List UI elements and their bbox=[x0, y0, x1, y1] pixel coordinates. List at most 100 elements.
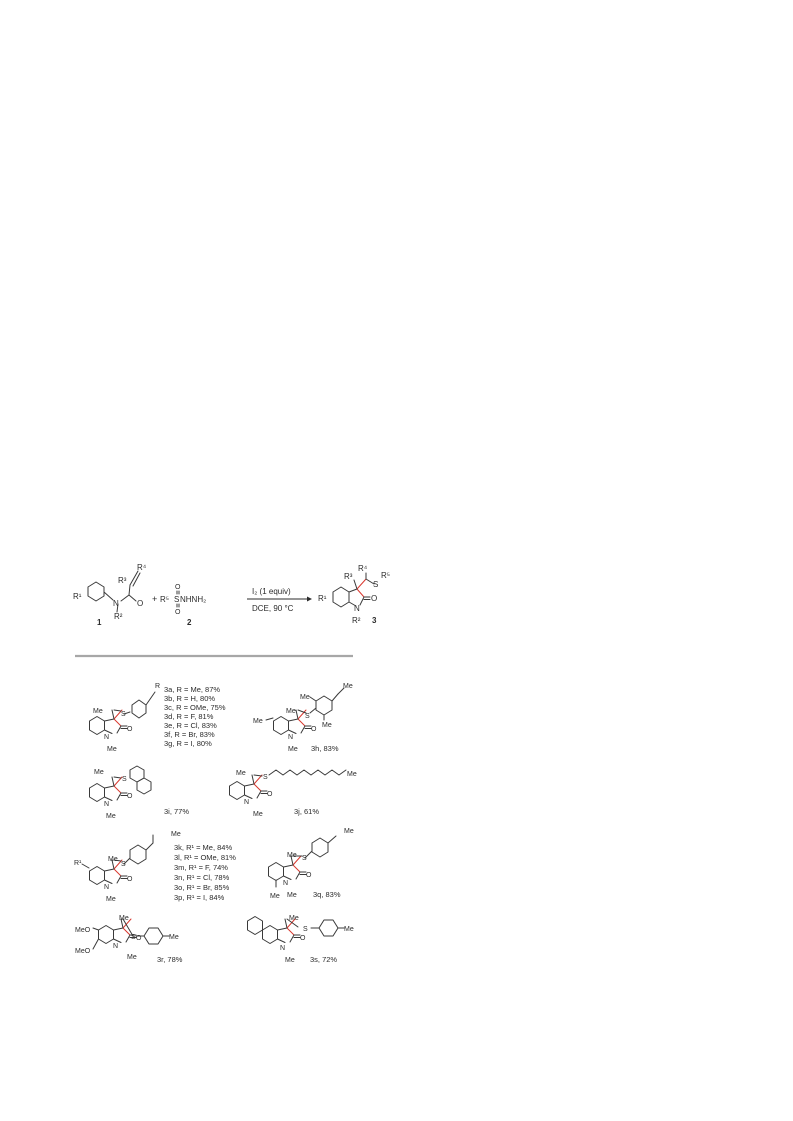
product-r3: R³ bbox=[344, 572, 353, 581]
atom-me: Me bbox=[287, 852, 297, 859]
compound-3h: Me Me S Me Me Me O N Me 3h, 83% bbox=[253, 683, 353, 753]
reactant-2-r5: R⁵ bbox=[160, 595, 169, 604]
atom-me: Me bbox=[253, 718, 263, 725]
atom-me: Me bbox=[106, 896, 116, 903]
atom-o: O bbox=[127, 726, 133, 733]
product-s: S bbox=[373, 580, 378, 589]
label-3a: 3a, R = Me, 87% bbox=[164, 685, 220, 694]
atom-me: Me bbox=[347, 771, 357, 778]
atom-me: Me bbox=[344, 828, 354, 835]
label-3d: 3d, R = F, 81% bbox=[164, 712, 214, 721]
product-r4: R⁴ bbox=[358, 564, 368, 573]
compound-3a-3g: Me S O N Me R 3a, R = Me, 87% 3b, R = H,… bbox=[89, 683, 226, 753]
label-3o: 3o, R¹ = Br, 85% bbox=[174, 883, 230, 892]
product-o: O bbox=[371, 594, 377, 603]
atom-n: N bbox=[113, 943, 118, 950]
compound-3i: Me S O N Me 3i, 77% bbox=[89, 765, 189, 820]
reactant-2-tail: NHNH₂ bbox=[180, 595, 206, 604]
atom-me: Me bbox=[322, 722, 332, 729]
product-n: N bbox=[354, 604, 360, 613]
atom-s: S bbox=[121, 861, 126, 868]
product-3: R¹ N R² O R³ R⁴ S R⁵ 3 bbox=[318, 564, 390, 625]
atom-me: Me bbox=[106, 813, 116, 820]
atom-s: S bbox=[302, 855, 307, 862]
label-3f: 3f, R = Br, 83% bbox=[164, 730, 215, 739]
reactant-2-o-bottom: O bbox=[175, 609, 181, 616]
atom-o: O bbox=[300, 935, 306, 942]
atom-me: Me bbox=[171, 831, 181, 838]
reactant-1-o: O bbox=[137, 599, 143, 608]
atom-meo: MeO bbox=[75, 927, 91, 934]
atom-n: N bbox=[280, 945, 285, 952]
label-3h: 3h, 83% bbox=[311, 744, 339, 753]
atom-me: Me bbox=[108, 856, 118, 863]
reactant-1-n: N bbox=[113, 599, 119, 608]
atom-n: N bbox=[288, 734, 293, 741]
atom-me: Me bbox=[127, 954, 137, 961]
compound-3s: Me S Me O N Me 3s, 72% bbox=[247, 915, 354, 964]
atom-me: Me bbox=[107, 746, 117, 753]
label-3n: 3n, R¹ = Cl, 78% bbox=[174, 873, 230, 882]
atom-s: S bbox=[122, 776, 127, 783]
atom-s: S bbox=[131, 934, 136, 941]
atom-r: R bbox=[155, 683, 160, 690]
label-3g: 3g, R = I, 80% bbox=[164, 739, 212, 748]
atom-o: O bbox=[267, 791, 273, 798]
product-r1: R¹ bbox=[318, 594, 327, 603]
compound-3r: MeO MeO Me S Me O N Me 3r, 78% bbox=[75, 915, 183, 964]
atom-me: Me bbox=[287, 892, 297, 899]
atom-s: S bbox=[263, 774, 268, 781]
reactant-1-label: 1 bbox=[97, 618, 102, 627]
label-3m: 3m, R¹ = F, 74% bbox=[174, 863, 228, 872]
compound-3k-3p: R¹ Me S Me O N Me 3k, R¹ = Me, 84% 3l, R… bbox=[74, 831, 236, 903]
atom-o: O bbox=[136, 935, 142, 942]
atom-me: Me bbox=[94, 769, 104, 776]
atom-n: N bbox=[244, 799, 249, 806]
label-3q: 3q, 83% bbox=[313, 890, 341, 899]
reactant-2: R⁵ S O O NHNH₂ 2 bbox=[160, 584, 206, 627]
atom-me: Me bbox=[169, 934, 179, 941]
label-3b: 3b, R = H, 80% bbox=[164, 694, 215, 703]
atom-o: O bbox=[311, 726, 317, 733]
atom-meo: MeO bbox=[75, 948, 91, 955]
reactant-2-label: 2 bbox=[187, 618, 192, 627]
reactant-1-r1: R¹ bbox=[73, 592, 82, 601]
reactant-1: R¹ N R² O R³ R⁴ 1 bbox=[73, 563, 147, 627]
label-3p: 3p, R¹ = I, 84% bbox=[174, 893, 225, 902]
conditions-solvent: DCE, 90 °C bbox=[252, 604, 294, 613]
atom-me: Me bbox=[288, 746, 298, 753]
compound-3j: Me S Me O N Me 3j, 61% bbox=[229, 769, 357, 818]
product-label: 3 bbox=[372, 616, 377, 625]
label-3e: 3e, R = Cl, 83% bbox=[164, 721, 217, 730]
atom-r1: R¹ bbox=[74, 860, 82, 867]
atom-s: S bbox=[121, 711, 126, 718]
atom-me: Me bbox=[119, 915, 129, 922]
atom-n: N bbox=[283, 880, 288, 887]
product-r5: R⁵ bbox=[381, 571, 390, 580]
atom-me: Me bbox=[253, 811, 263, 818]
reactant-1-r2: R² bbox=[114, 612, 123, 621]
label-3c: 3c, R = OMe, 75% bbox=[164, 703, 226, 712]
atom-s: S bbox=[305, 713, 310, 720]
reactant-2-s: S bbox=[174, 595, 179, 604]
conditions-reagent: I₂ (1 equiv) bbox=[252, 587, 291, 596]
product-r2: R² bbox=[352, 616, 361, 625]
atom-n: N bbox=[104, 801, 109, 808]
reactant-1-r3: R³ bbox=[118, 576, 127, 585]
label-3i: 3i, 77% bbox=[164, 807, 189, 816]
label-3j: 3j, 61% bbox=[294, 807, 319, 816]
plus-sign: + bbox=[152, 594, 157, 604]
atom-me: Me bbox=[344, 926, 354, 933]
atom-me: Me bbox=[286, 708, 296, 715]
atom-me: Me bbox=[289, 915, 299, 922]
label-3l: 3l, R¹ = OMe, 81% bbox=[174, 853, 236, 862]
reactant-1-r4: R⁴ bbox=[137, 563, 147, 572]
atom-n: N bbox=[104, 884, 109, 891]
label-3k: 3k, R¹ = Me, 84% bbox=[174, 843, 232, 852]
atom-o: O bbox=[306, 872, 312, 879]
atom-me: Me bbox=[93, 708, 103, 715]
label-3r: 3r, 78% bbox=[157, 955, 183, 964]
atom-s: S bbox=[303, 926, 308, 933]
compound-3q: Me S Me O N Me Me 3q, 83% bbox=[268, 828, 354, 900]
